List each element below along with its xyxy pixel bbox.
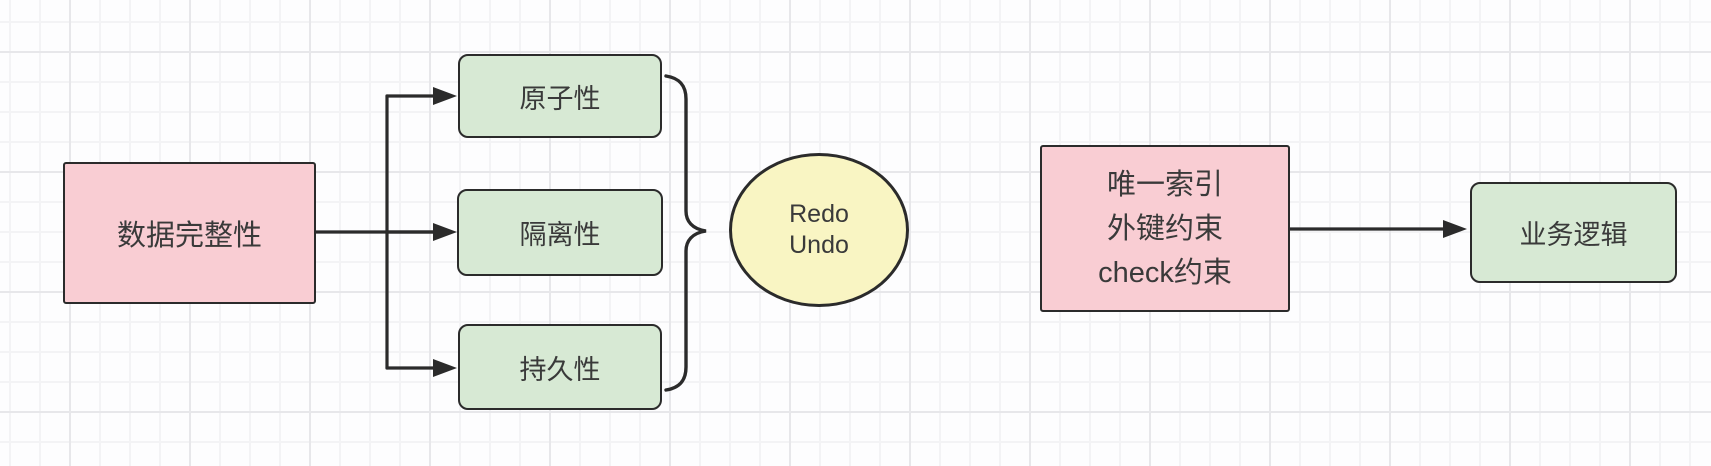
node-redo-undo[interactable]: Redo Undo bbox=[729, 153, 909, 307]
node-business-logic[interactable]: 业务逻辑 bbox=[1470, 182, 1677, 283]
node-durability[interactable]: 持久性 bbox=[458, 324, 662, 410]
node-label: 数据完整性 bbox=[116, 220, 262, 252]
arrowhead-icon bbox=[1443, 220, 1467, 238]
node-label: 隔离性 bbox=[519, 220, 601, 250]
edge-data-integrity-to-durability[interactable] bbox=[385, 359, 457, 377]
node-data-integrity[interactable]: 数据完整性 bbox=[63, 162, 316, 304]
arrowhead-icon bbox=[433, 359, 457, 377]
curly-brace[interactable] bbox=[664, 74, 707, 392]
edge-data-integrity-branch[interactable] bbox=[314, 94, 436, 370]
edge-constraints-to-business-logic[interactable] bbox=[1288, 220, 1467, 238]
node-constraints[interactable]: 唯一索引 外键约束 check约束 bbox=[1040, 145, 1290, 312]
node-isolation[interactable]: 隔离性 bbox=[457, 189, 663, 276]
arrowhead-icon bbox=[433, 87, 457, 105]
node-label: 唯一索引 外键约束 check约束 bbox=[1098, 168, 1232, 289]
node-label: 持久性 bbox=[519, 354, 601, 385]
node-label: 原子性 bbox=[519, 83, 601, 114]
node-label: 业务逻辑 bbox=[1519, 220, 1628, 250]
node-atomicity[interactable]: 原子性 bbox=[458, 54, 662, 138]
node-label: Redo Undo bbox=[789, 200, 849, 259]
arrowhead-icon bbox=[433, 223, 457, 241]
edge-data-integrity-to-atomicity[interactable] bbox=[385, 87, 457, 105]
edge-data-integrity-to-isolation[interactable] bbox=[385, 223, 457, 241]
